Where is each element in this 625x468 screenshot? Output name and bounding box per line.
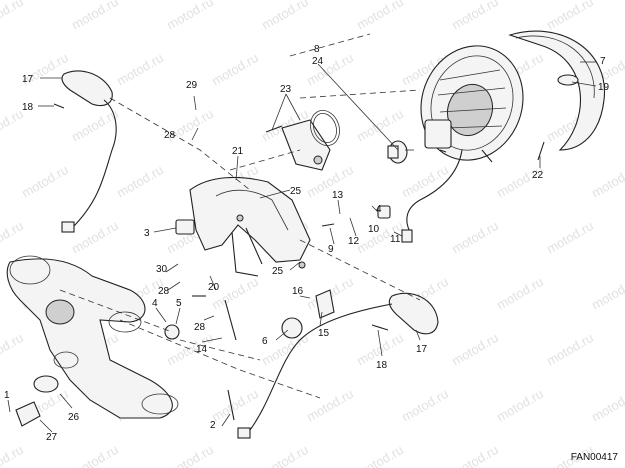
watermark-text: motod.ru (449, 0, 501, 33)
callout-12: 12 (348, 236, 360, 247)
watermark-text: motod.ru (449, 218, 501, 257)
watermark-text: motod.ru (544, 330, 596, 369)
callout-23: 23 (280, 84, 292, 95)
watermark-text: motod.ru (69, 442, 121, 468)
callout-14: 14 (196, 344, 208, 355)
watermark-text: motod.ru (19, 162, 71, 201)
watermark-text: motod.ru (209, 386, 261, 425)
assembly-lines (59, 33, 421, 399)
callout-25-bottom: 25 (272, 266, 284, 277)
callout-18-right: 18 (376, 360, 388, 371)
callout-20: 20 (208, 282, 220, 293)
callout-3: 3 (144, 228, 150, 239)
callout-5: 5 (176, 298, 182, 309)
callout-4-top: 4 (376, 204, 382, 215)
figure-code: FAN00417 (570, 452, 618, 463)
watermark-text: motod.ru (259, 442, 311, 468)
watermark-text: motod.ru (209, 50, 261, 89)
watermark-text: motod.ru (449, 442, 501, 468)
watermark-text: motod.ru (209, 274, 261, 313)
watermark-text: motod.ru (494, 162, 546, 201)
cover-plate (281, 110, 340, 171)
watermark-text: motod.ru (544, 218, 596, 257)
lower-parts (15, 205, 391, 427)
watermark-text: motod.ru (164, 442, 216, 468)
fasteners (53, 103, 545, 421)
watermark-text: motod.ru (304, 386, 356, 425)
callout-15: 15 (318, 328, 330, 339)
watermark-text: motod.ru (0, 218, 26, 257)
watermark-text: motod.ru (354, 0, 406, 33)
headlight-rim (508, 30, 605, 151)
watermark-text: motod.ru (449, 330, 501, 369)
callout-19: 19 (598, 82, 610, 93)
watermark-text: motod.ru (494, 386, 546, 425)
watermark-text: motod.ru (114, 162, 166, 201)
turn-indicator-right (237, 292, 439, 439)
callout-18: 18 (22, 102, 34, 113)
headlight-bracket (189, 176, 311, 277)
callout-17: 17 (22, 74, 34, 85)
callout-2: 2 (210, 420, 216, 431)
callout-7: 7 (600, 56, 606, 67)
watermark-text: motod.ru (494, 274, 546, 313)
callout-26: 26 (68, 412, 80, 423)
callout-4: 4 (152, 298, 158, 309)
callout-21: 21 (232, 146, 244, 157)
headlight-assembly (420, 45, 524, 163)
callout-27: 27 (46, 432, 58, 443)
watermark-text: motod.ru (164, 0, 216, 33)
callout-22: 22 (532, 170, 544, 181)
watermark-text: motod.ru (0, 442, 26, 468)
callout-1: 1 (4, 390, 10, 401)
watermark-text: motod.ru (354, 106, 406, 145)
callout-13: 13 (332, 190, 344, 201)
watermark-text: motod.ru (589, 274, 625, 313)
watermark-text: motod.ru (354, 442, 406, 468)
callout-11: 11 (390, 234, 401, 245)
watermark-text: motod.ru (69, 0, 121, 33)
watermark-text: motod.ru (544, 0, 596, 33)
callout-8: 8 (314, 44, 320, 55)
callout-28-mid: 28 (158, 286, 170, 297)
callout-28-top: 28 (164, 130, 176, 141)
callout-30: 30 (156, 264, 168, 275)
callout-17-right: 17 (416, 344, 428, 355)
watermark-text: motod.ru (399, 386, 451, 425)
watermark-text: motod.ru (399, 162, 451, 201)
watermark-text: motod.ru (589, 386, 625, 425)
fork-crown (6, 255, 179, 419)
turn-indicator-left (61, 70, 117, 233)
callout-29: 29 (186, 80, 198, 91)
watermark-text: motod.ru (259, 0, 311, 33)
bulb (387, 140, 414, 164)
callout-6: 6 (262, 336, 268, 347)
callout-28-bottom: 28 (194, 322, 206, 333)
watermark-text: motod.ru (589, 162, 625, 201)
watermark-text: motod.ru (114, 50, 166, 89)
callout-9: 9 (328, 244, 334, 255)
watermark-text: motod.ru (0, 0, 26, 33)
leader-lines (7, 61, 597, 433)
callout-labels: 17 18 7 19 8 24 23 22 29 28 21 25 3 13 4… (4, 44, 610, 443)
callout-24: 24 (312, 56, 324, 67)
callout-10: 10 (368, 224, 380, 235)
watermark-text: motod.ru (0, 330, 26, 369)
callout-25-top: 25 (290, 186, 302, 197)
callout-16: 16 (292, 286, 304, 297)
